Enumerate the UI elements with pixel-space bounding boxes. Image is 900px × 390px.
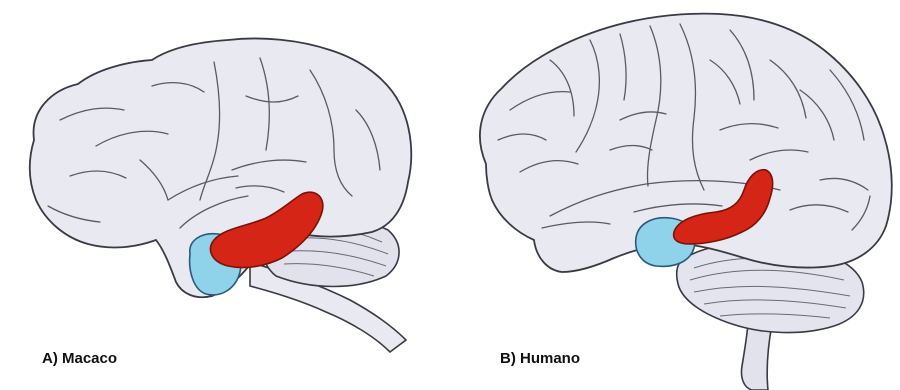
macaque-label: A) Macaco: [42, 350, 117, 367]
macaque-brain-icon: [0, 0, 450, 390]
human-brain-icon: [450, 0, 900, 390]
human-label: B) Humano: [500, 350, 580, 367]
